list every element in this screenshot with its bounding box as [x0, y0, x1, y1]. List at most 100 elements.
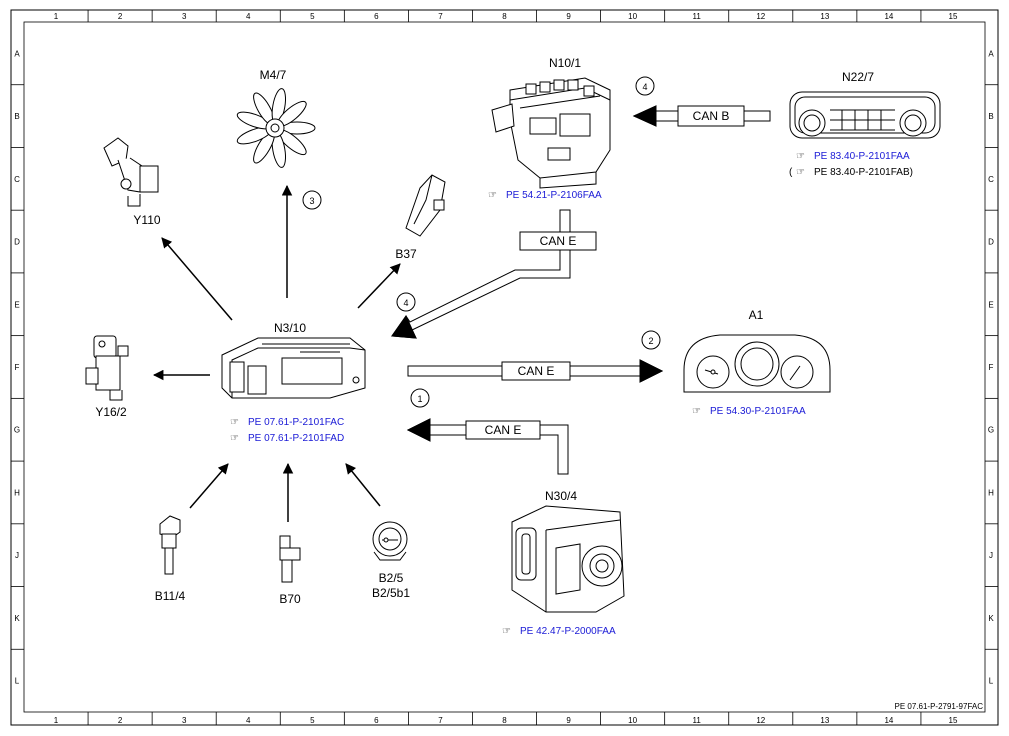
book-pointer-icon: ☞	[230, 417, 239, 428]
can-e-top-connection: CAN E	[391, 209, 597, 339]
grid-row-label: B	[988, 112, 993, 121]
grid-row-label: L	[989, 677, 994, 686]
grid-row-label: H	[14, 488, 20, 497]
can-e-top-label: CAN E	[540, 234, 577, 248]
grid-column-label: 10	[628, 716, 637, 725]
grid-row-label: B	[14, 112, 19, 121]
book-pointer-icon: ☞	[796, 151, 805, 162]
grid-column-label: 6	[374, 716, 379, 725]
n22-7-label: N22/7	[842, 70, 874, 84]
air-mass-sensor-icon	[372, 521, 408, 561]
valve-icon	[85, 335, 129, 401]
ref-text[interactable]: PE 07.61-P-2101FAD	[248, 433, 344, 444]
grid-row-label: K	[988, 614, 994, 623]
fuse-relay-module-icon	[491, 77, 611, 189]
grid-row-label: C	[988, 175, 994, 184]
n3-10-control-unit: N3/10 ☞ PE 07.61-P-2101FAC ☞ PE 07.61-P-…	[221, 321, 366, 444]
marker-2: 2	[641, 330, 661, 350]
n30-4-module: N30/4 ☞ PE 42.47-P-2000FAA	[502, 489, 625, 637]
grid-row-label: D	[14, 238, 20, 247]
svg-text:4: 4	[403, 298, 408, 308]
can-e-low-connection: CAN E	[406, 418, 569, 475]
n10-1-module: N10/1 ☞ PE 54.21-P-2106FAA	[488, 56, 611, 201]
b11-4-label: B11/4	[155, 589, 186, 603]
ref-link-n3-10-a[interactable]: ☞ PE 07.61-P-2101FAC	[230, 417, 344, 428]
ecu-icon	[221, 337, 366, 399]
ref-link-a1[interactable]: ☞ PE 54.30-P-2101FAA	[692, 406, 806, 417]
grid-column-label: 2	[118, 12, 123, 21]
signal-arrows	[152, 184, 401, 522]
grid-row-label: F	[989, 363, 994, 372]
grid-column-label: 9	[566, 716, 571, 725]
ref-text[interactable]: PE 83.40-P-2101FAB)	[814, 167, 913, 178]
valve-icon	[103, 137, 159, 207]
ref-link-n22-7-alt[interactable]: ( ☞ PE 83.40-P-2101FAB)	[789, 167, 913, 178]
fan-icon	[236, 88, 316, 168]
n30-4-label: N30/4	[545, 489, 577, 503]
grid-row-label: E	[988, 300, 993, 309]
book-pointer-icon: ☞	[502, 626, 511, 637]
grid-labels: 1122334455667788991010111112121313141415…	[11, 10, 998, 725]
book-pointer-icon: ☞	[230, 433, 239, 444]
b37-label: B37	[395, 247, 417, 261]
climate-panel-icon	[789, 91, 941, 139]
ref-link-n3-10-b[interactable]: ☞ PE 07.61-P-2101FAD	[230, 433, 344, 444]
marker-3: 3	[302, 190, 322, 210]
ref-text[interactable]: PE 54.30-P-2101FAA	[710, 406, 806, 417]
grid-column-label: 1	[54, 716, 59, 725]
b2-5-sensor: B2/5 B2/5b1	[372, 521, 410, 600]
grid-column-label: 3	[182, 716, 187, 725]
arrow-to-y110	[161, 237, 233, 321]
grid-column-label: 3	[182, 12, 187, 21]
a1-instrument-cluster: A1 ☞ PE 54.30-P-2101FAA	[683, 308, 831, 417]
grid-column-label: 13	[820, 716, 829, 725]
svg-text:1: 1	[417, 394, 422, 404]
marker-1: 1	[410, 388, 430, 408]
grid-column-label: 8	[502, 12, 507, 21]
ref-text[interactable]: PE 42.47-P-2000FAA	[520, 626, 616, 637]
b11-4-sensor: B11/4	[155, 515, 186, 603]
grid-column-label: 5	[310, 12, 315, 21]
grid-column-label: 7	[438, 716, 443, 725]
book-pointer-icon: ☞	[796, 167, 805, 178]
ref-link-n22-7[interactable]: ☞ PE 83.40-P-2101FAA	[796, 151, 910, 162]
grid-column-label: 14	[884, 12, 893, 21]
can-e-low-label: CAN E	[485, 423, 522, 437]
grid-column-label: 15	[949, 716, 958, 725]
y16-2-valve: Y16/2	[85, 335, 129, 419]
svg-text:4: 4	[642, 82, 647, 92]
ref-link-n30-4[interactable]: ☞ PE 42.47-P-2000FAA	[502, 626, 616, 637]
ref-paren: (	[789, 167, 793, 178]
grid-row-label: F	[15, 363, 20, 372]
ref-text[interactable]: PE 07.61-P-2101FAC	[248, 417, 344, 428]
grid-row-label: E	[14, 300, 19, 309]
b2-5-label: B2/5	[379, 571, 404, 585]
y16-2-label: Y16/2	[95, 405, 127, 419]
grid-column-label: 4	[246, 12, 251, 21]
can-bus-lines: CAN B CAN E CAN E CAN E	[391, 105, 771, 475]
b70-sensor: B70	[279, 535, 301, 606]
grid-row-label: J	[989, 551, 993, 560]
grid-column-label: 13	[820, 12, 829, 21]
ref-text[interactable]: PE 83.40-P-2101FAA	[814, 151, 910, 162]
grid-row-label: G	[14, 426, 20, 435]
grid-column-label: 10	[628, 12, 637, 21]
book-pointer-icon: ☞	[488, 190, 497, 201]
grid-column-label: 11	[693, 12, 702, 21]
grid-row-label: L	[15, 677, 20, 686]
ref-text[interactable]: PE 54.21-P-2106FAA	[506, 190, 602, 201]
arrow-from-b2-5	[345, 463, 381, 507]
n3-10-label: N3/10	[274, 321, 306, 335]
ref-link-n10-1[interactable]: ☞ PE 54.21-P-2106FAA	[488, 190, 602, 201]
instrument-cluster-icon	[683, 334, 831, 393]
grid-column-label: 6	[374, 12, 379, 21]
b2-5b1-label: B2/5b1	[372, 586, 410, 600]
can-e-mid-connection: CAN E	[407, 359, 664, 383]
svg-text:2: 2	[648, 336, 653, 346]
a1-label: A1	[749, 308, 764, 322]
grid-row-label: A	[988, 49, 994, 58]
grid-column-label: 5	[310, 716, 315, 725]
m4-7-label: M4/7	[260, 68, 287, 82]
grid-row-label: A	[14, 49, 20, 58]
